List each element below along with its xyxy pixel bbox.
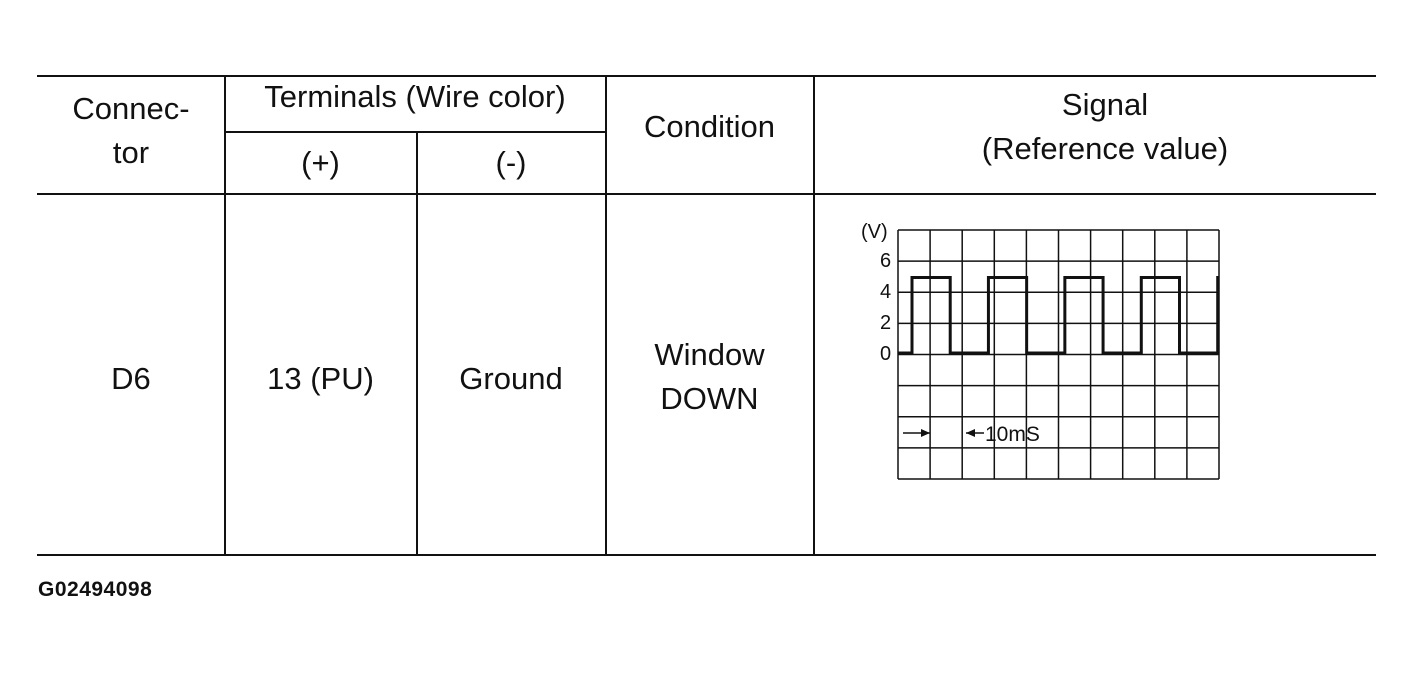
unit-label: (V)	[861, 221, 888, 243]
column-divider-2	[416, 131, 418, 556]
terminals-subheader-rule	[224, 131, 606, 133]
y-tick-label: 2	[880, 312, 891, 334]
column-divider-4	[813, 75, 815, 556]
header-connector: Connec- tor	[72, 91, 190, 170]
cell-connector: D6	[111, 361, 151, 396]
header-condition: Condition	[644, 109, 775, 144]
y-tick-label: 4	[880, 281, 891, 303]
cell-condition: Window DOWN	[654, 337, 765, 416]
header-terminals: Terminals (Wire color)	[264, 79, 566, 114]
time-scale-label: 10mS	[985, 423, 1040, 446]
header-plus: (+)	[301, 145, 340, 180]
header-minus: (-)	[495, 145, 527, 180]
column-divider-3	[605, 75, 607, 556]
signal-trace	[898, 276, 1220, 355]
y-axis-labels: 6 4 2 0	[880, 250, 891, 365]
cell-plus: 13 (PU)	[267, 361, 374, 396]
header-signal: Signal (Reference value)	[981, 87, 1229, 166]
column-divider-1	[224, 75, 226, 556]
y-tick-label: 0	[880, 343, 891, 365]
table-top-rule	[37, 75, 1376, 77]
cell-minus: Ground	[459, 361, 563, 396]
table-bottom-rule	[37, 554, 1376, 556]
time-scale-marker	[903, 429, 984, 437]
y-tick-label: 6	[880, 250, 891, 272]
figure-code: G02494098	[38, 578, 153, 601]
header-bottom-rule	[37, 193, 1376, 195]
